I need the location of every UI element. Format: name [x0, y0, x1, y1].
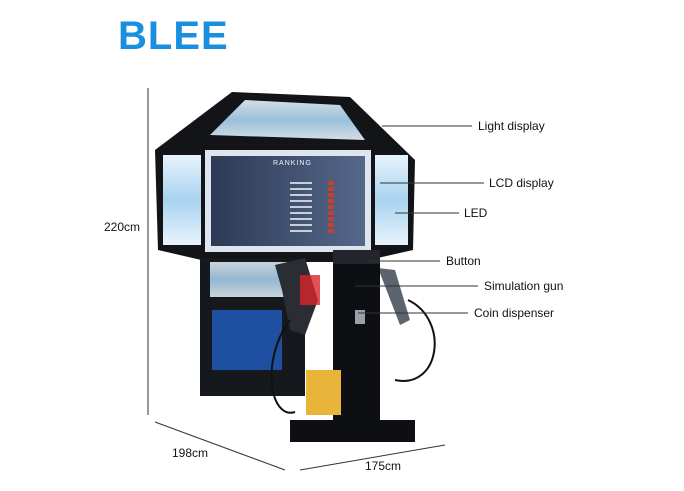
lcd-display [211, 156, 365, 246]
dimension-width: 175cm [365, 459, 402, 473]
led-panel-left [163, 155, 201, 245]
callout-lcd-display: LCD display [489, 176, 554, 190]
callout-lines [147, 88, 484, 471]
dimension-height: 220cm [104, 220, 141, 234]
light-display-panel [210, 100, 365, 140]
base [290, 420, 415, 442]
callout-light-display: Light display [478, 119, 545, 133]
pedestal-artwork [306, 370, 341, 415]
brand-logo: BLEE [118, 14, 229, 58]
callout-led: LED [464, 206, 488, 220]
callout-button: Button [446, 254, 481, 268]
coin-dispenser [355, 310, 365, 324]
callout-coin-dispenser: Coin dispenser [474, 306, 555, 320]
side-artwork [212, 310, 282, 370]
simulation-gun-right [378, 268, 410, 325]
ranking-rows [290, 182, 312, 232]
callout-simulation-gun: Simulation gun [484, 279, 564, 293]
button-panel [333, 250, 380, 264]
led-panel-right [375, 155, 408, 245]
medal-icons [328, 181, 334, 233]
dimension-depth: 198cm [172, 446, 209, 460]
gun-red-light [300, 275, 320, 305]
screen-heading: RANKING [273, 160, 312, 167]
